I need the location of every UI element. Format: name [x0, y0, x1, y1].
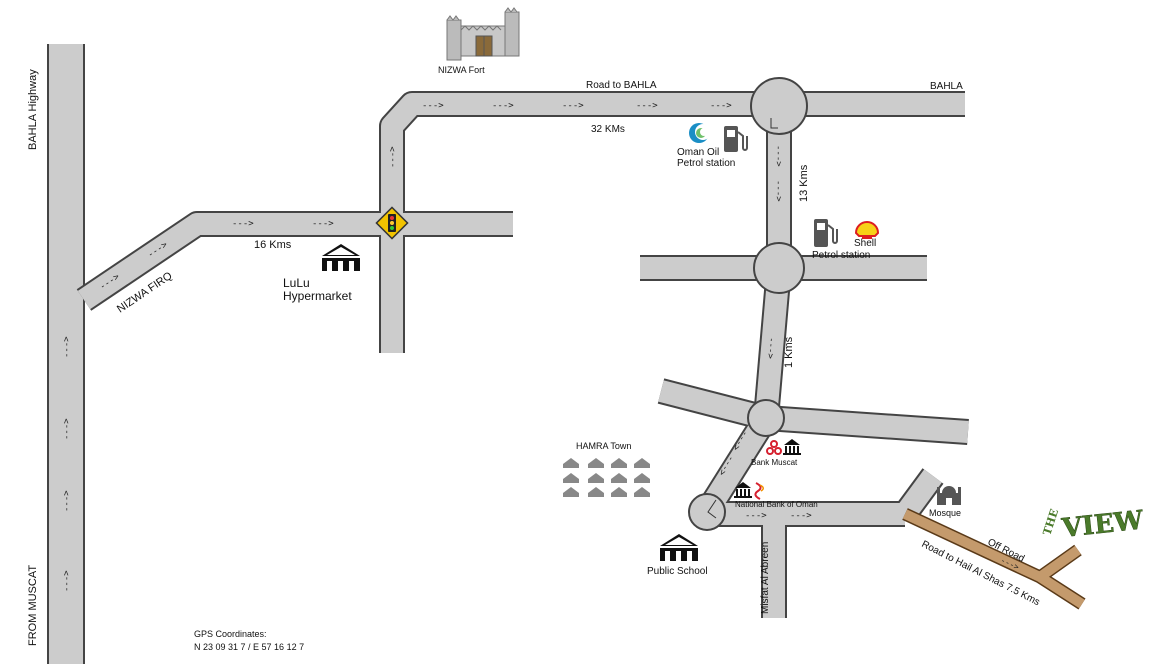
arrow-bahla-4: ---> — [636, 101, 658, 111]
arrow-bahla-1: ---> — [422, 101, 444, 111]
fuel-pump-icon — [724, 126, 748, 152]
gps-value: N 23 09 31 7 / E 57 16 12 7 — [194, 642, 304, 652]
road-to-bahla-label: Road to BAHLA — [586, 80, 657, 91]
hamra-town-label: HAMRA Town — [576, 441, 631, 451]
shell-logo-icon — [854, 221, 880, 239]
the-view-big: VIEW — [1060, 506, 1146, 545]
lulu-building-icon — [322, 244, 360, 271]
distance-13-label: 13 Kms — [798, 164, 810, 202]
arrow-school-1: ---> — [745, 511, 767, 521]
lulu-label-2: Hypermarket — [283, 289, 352, 303]
national-bank-logo-icon — [754, 482, 764, 500]
arrow-hwy-4: ---> — [62, 570, 72, 592]
town-houses-icon — [563, 458, 650, 497]
arrow-nizwa-2: ---> — [312, 219, 334, 229]
shell-petrol-label: Petrol station — [812, 250, 870, 261]
mosque-icon — [937, 486, 961, 505]
distance-16-label: 16 Kms — [254, 239, 292, 251]
oman-oil-logo-icon — [689, 123, 711, 143]
lulu-label-1: LuLu — [283, 276, 310, 290]
nizwa-fort-label: NIZWA Fort — [438, 65, 485, 75]
bank-muscat-label: Bank Muscat — [751, 458, 798, 467]
road-network — [76, 77, 969, 618]
arrow-down-13-2: ---> — [773, 180, 783, 202]
distance-32-label: 32 KMs — [591, 124, 625, 135]
arrow-down-13-1: ---> — [773, 145, 783, 167]
arrow-hwy-1: ---> — [62, 336, 72, 358]
arrow-bahla-3: ---> — [562, 101, 584, 111]
arrow-nizwa-1: ---> — [232, 219, 254, 229]
arrow-down-1: ---> — [764, 337, 776, 360]
arrow-hwy-3: ---> — [62, 490, 72, 512]
national-bank-building-icon — [734, 482, 752, 498]
from-muscat-label: FROM MUSCAT — [27, 565, 39, 646]
bahla-highway-road — [47, 44, 85, 664]
arrow-bahla-2: ---> — [492, 101, 514, 111]
off-road: ---> — [902, 508, 1086, 610]
direction-arrows: ---> ---> ---> ---> ---> ---> ---> ---> … — [62, 101, 812, 592]
arrow-hwy-2: ---> — [62, 418, 72, 440]
mosque-label: Mosque — [929, 508, 961, 518]
school-building-icon — [660, 534, 698, 561]
fuel-pump-icon-shell — [814, 219, 838, 247]
fort-icon — [446, 7, 520, 61]
bahla-label: BAHLA — [930, 81, 963, 92]
arrow-bahla-5: ---> — [710, 101, 732, 111]
national-bank-label: National Bank of Oman — [735, 500, 818, 509]
misfat-label: Misfat Al Abreen — [760, 542, 771, 614]
arrow-up-junction: ---> — [388, 146, 398, 168]
distance-1-label: 1 Kms — [783, 336, 795, 368]
public-school-label: Public School — [647, 566, 708, 577]
traffic-light-icon — [375, 206, 409, 240]
arrow-school-2: ---> — [790, 511, 812, 521]
oman-oil-label-1: Oman Oil — [677, 147, 719, 158]
roundabouts — [688, 77, 808, 531]
bank-muscat-logo-icon — [766, 440, 782, 455]
shell-label: Shell — [854, 238, 876, 249]
the-view-small: THE — [1040, 507, 1061, 537]
oman-oil-label-2: Petrol station — [677, 158, 735, 169]
bank-building-icon — [783, 439, 801, 455]
gps-title: GPS Coordinates: — [194, 629, 267, 639]
the-view-logo: THE VIEW — [1040, 505, 1146, 545]
bahla-highway-label: BAHLA Highway — [27, 69, 39, 150]
